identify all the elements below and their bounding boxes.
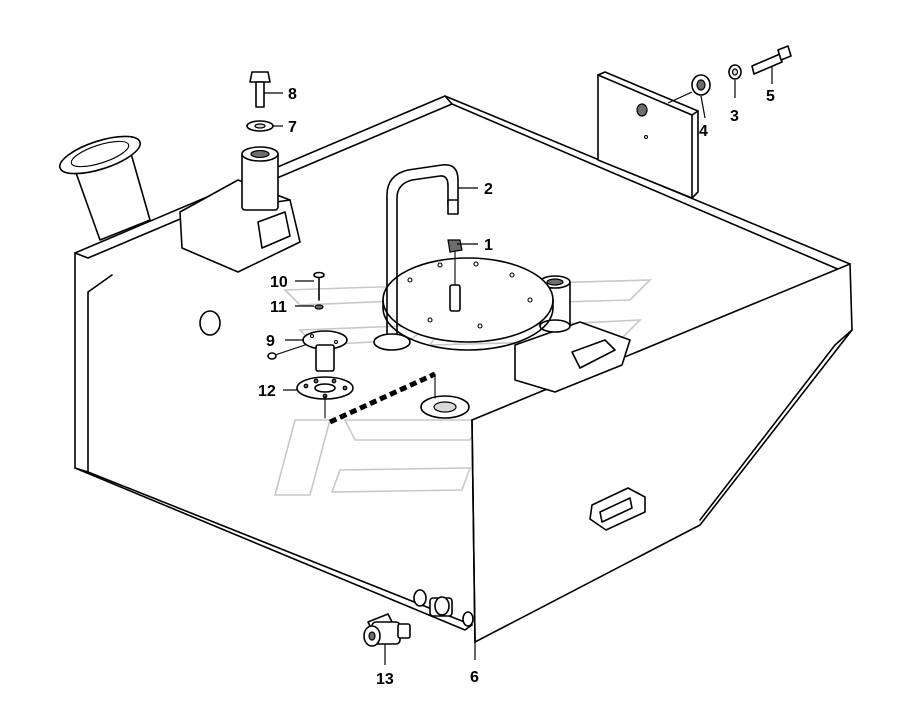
drain-fittings [413,589,474,627]
bolt-item-5 [751,45,792,75]
breather-pipe [373,163,459,351]
tank-body [74,95,853,643]
callout-9: 9 [266,333,275,350]
cover-plate [382,257,554,351]
washer-item-7 [246,120,274,132]
washer-item-3 [728,64,742,80]
callout-6: 6 [470,669,479,686]
assembly-path-dashed [328,371,437,425]
callout-7: 7 [288,119,297,136]
side-fitting [199,310,221,336]
callout-5: 5 [766,88,775,105]
level-sender [447,239,463,312]
gauge-flange [267,330,348,372]
filler-neck [59,135,151,241]
nut-item-4 [691,74,711,96]
callout-8: 8 [288,86,297,103]
drain-valve-item-13 [363,613,411,647]
mounting-bracket [597,71,699,199]
callout-labels: 1 2 3 4 5 6 7 8 9 10 11 12 13 [258,86,775,688]
tank-flange [420,395,470,419]
callout-2: 2 [484,181,493,198]
screw-item-10 [313,271,325,310]
callout-12: 12 [258,383,276,400]
right-mount-boss [514,275,631,393]
callout-13: 13 [376,671,394,688]
callout-11: 11 [270,299,287,316]
callout-10: 10 [270,274,288,291]
leader-lines [264,66,773,665]
left-mount-boss [179,146,301,273]
callout-3: 3 [730,108,739,125]
gasket-item-12 [296,376,354,400]
callout-1: 1 [484,237,493,254]
callout-4: 4 [699,123,708,140]
bolt-item-8 [249,71,271,108]
